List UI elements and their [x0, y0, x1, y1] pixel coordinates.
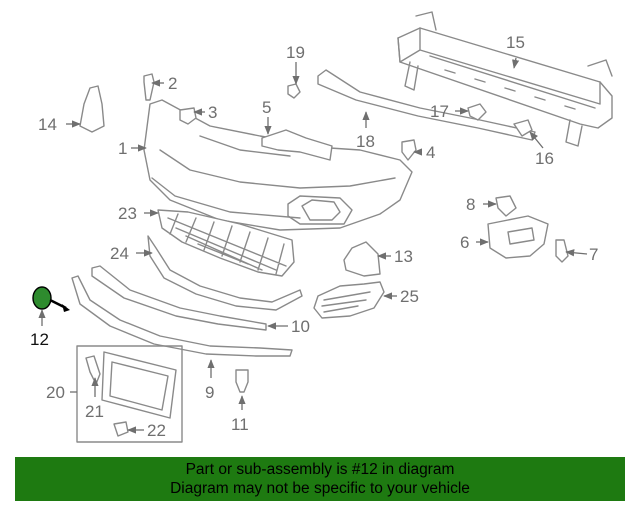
- fasteners: [79, 73, 569, 437]
- bracket-part: [261, 129, 333, 161]
- banner-line-part: Part or sub-assembly is #12 in diagram: [185, 461, 455, 478]
- side-bracket-part: [487, 215, 549, 259]
- callout-20: 20: [46, 383, 65, 402]
- bumper-cover-part: [143, 99, 413, 231]
- callout-24: 24: [110, 244, 129, 263]
- callout-2: 2: [168, 74, 177, 93]
- callout-4: 4: [426, 143, 435, 162]
- lower-grille-part: [157, 209, 295, 277]
- callout-labels: 1 2 3 4 5 6 7 8 9 10 11 12 13 14 15 16 1…: [30, 33, 598, 440]
- callout-8: 8: [466, 195, 475, 214]
- callout-11: 11: [231, 415, 249, 434]
- callout-12: 12: [30, 330, 49, 349]
- callout-23: 23: [118, 204, 137, 223]
- callout-13: 13: [394, 247, 413, 266]
- lower-trim-part: [91, 265, 267, 331]
- callout-7: 7: [589, 245, 598, 264]
- callout-3: 3: [208, 103, 217, 122]
- callout-14: 14: [38, 115, 57, 134]
- spoiler-part: [71, 275, 293, 357]
- callout-9: 9: [205, 383, 214, 402]
- callout-10: 10: [291, 317, 310, 336]
- parts-diagram: 1 2 3 4 5 6 7 8 9 10 11 12 13 14 15 16 1…: [30, 11, 613, 443]
- callout-6: 6: [460, 233, 469, 252]
- reinforcement-bar-part: [397, 11, 613, 147]
- callout-22: 22: [147, 421, 166, 440]
- callout-21: 21: [85, 402, 104, 421]
- callout-17: 17: [430, 102, 449, 121]
- cover-cap-part: [343, 241, 381, 277]
- callout-25: 25: [400, 287, 419, 306]
- callout-15: 15: [506, 33, 525, 52]
- side-grille-part: [313, 281, 385, 319]
- highlighted-part-12: [32, 286, 70, 312]
- callout-19: 19: [286, 43, 305, 62]
- callout-5: 5: [262, 98, 271, 117]
- leader-lines: [38, 57, 588, 434]
- info-banner: Part or sub-assembly is #12 in diagram D…: [15, 457, 625, 501]
- callout-1: 1: [118, 139, 127, 158]
- callout-16: 16: [535, 149, 554, 168]
- callout-18: 18: [356, 132, 375, 151]
- banner-line-disclaimer: Diagram may not be specific to your vehi…: [170, 480, 470, 497]
- license-plate-kit-part: [76, 345, 183, 443]
- grille-trim-part: [147, 235, 303, 311]
